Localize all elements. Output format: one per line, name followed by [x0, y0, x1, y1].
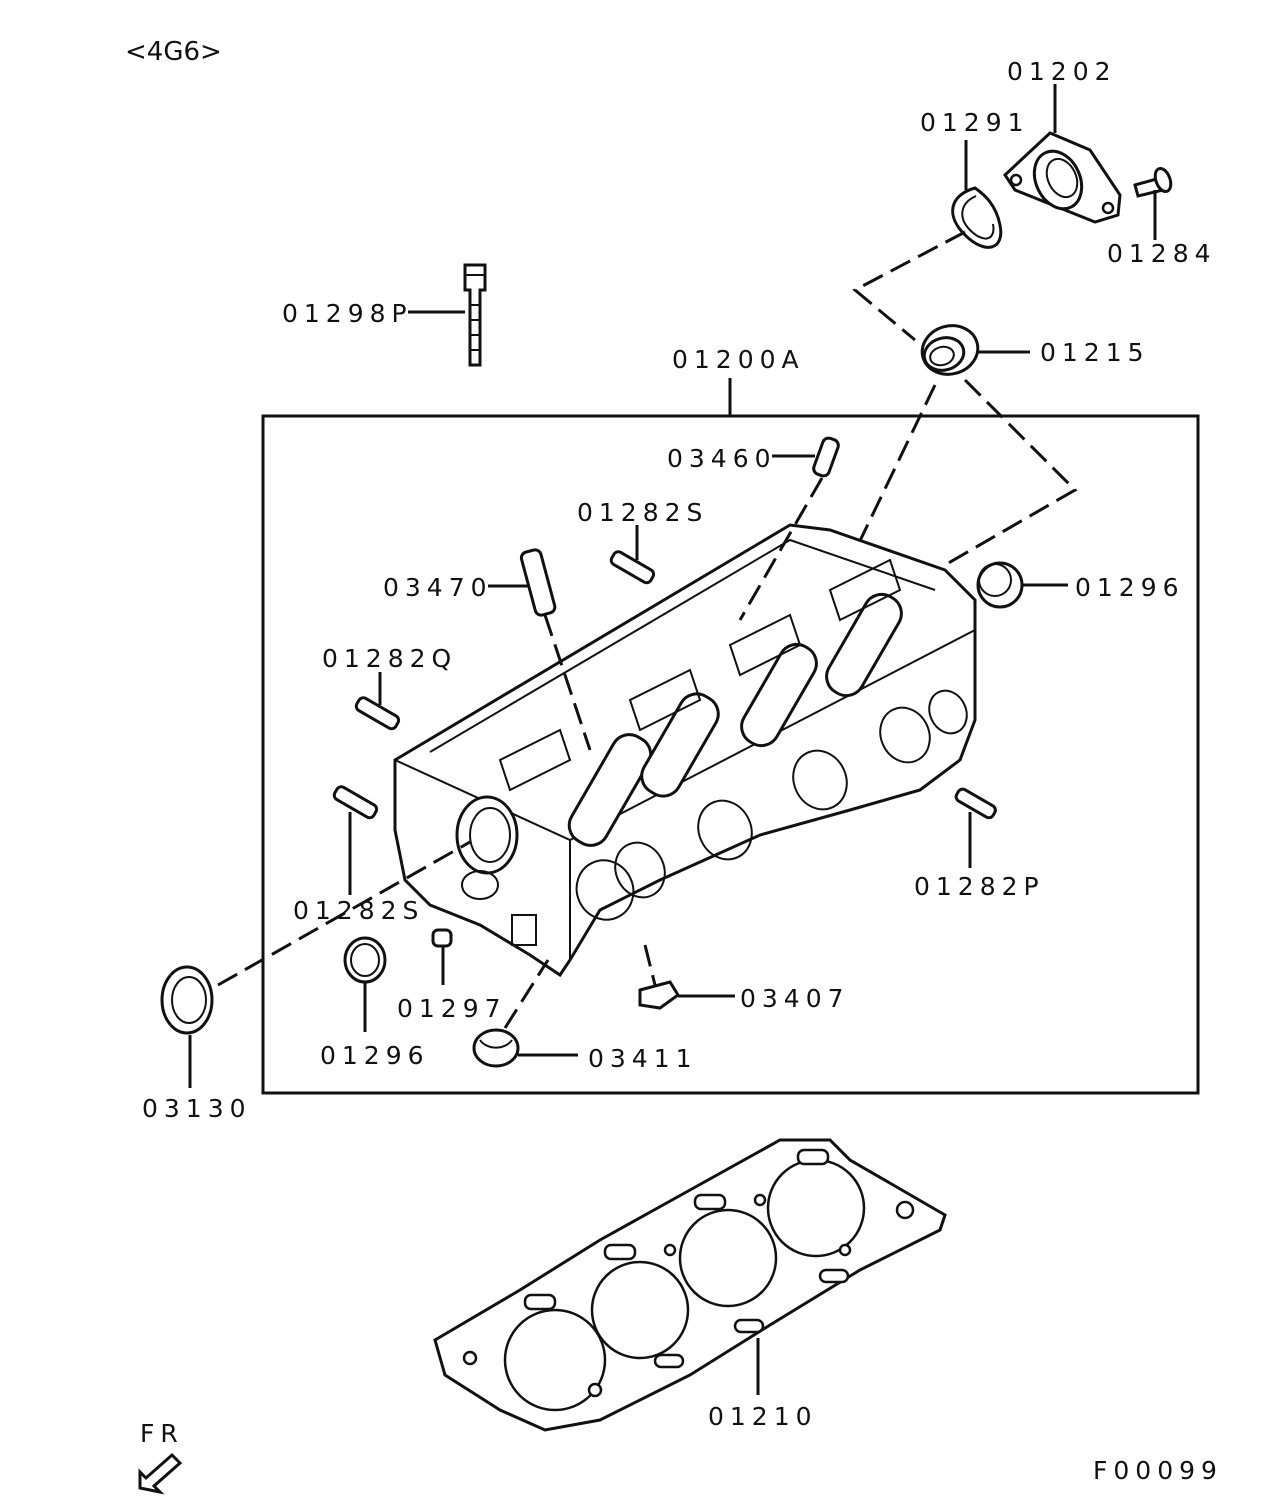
seal-case-part — [1003, 131, 1122, 224]
label-01210: 01210 — [708, 1402, 818, 1431]
cap-plug-right-part — [976, 561, 1024, 609]
cap-plug-bottom-part — [343, 936, 387, 984]
stud-bottom-part — [332, 785, 379, 820]
front-direction-label: FR — [140, 1419, 184, 1448]
label-03407: 03407 — [740, 984, 850, 1013]
head-gasket-part — [433, 1138, 947, 1432]
stud-top-part — [609, 550, 656, 585]
front-direction-arrow-icon — [138, 1452, 183, 1495]
label-01298P: 01298P — [282, 299, 413, 328]
label-03460: 03460 — [667, 444, 777, 473]
bracket-part — [638, 980, 681, 1010]
cylinder-head-body — [393, 523, 977, 978]
label-01296-right: 01296 — [1075, 573, 1185, 602]
label-01215: 01215 — [1040, 338, 1150, 367]
label-01282S-bottom: 01282S — [293, 896, 424, 925]
label-03470: 03470 — [383, 573, 493, 602]
stud-p-part — [954, 787, 997, 820]
oil-seal-front-part — [160, 965, 214, 1035]
label-01282S-top: 01282S — [577, 498, 708, 527]
label-03411: 03411 — [588, 1044, 698, 1073]
stud-q-part — [354, 696, 401, 731]
label-03130: 03130 — [142, 1094, 252, 1123]
label-01296-bottom: 01296 — [320, 1041, 430, 1070]
plug-part — [812, 436, 840, 478]
label-01282Q: 01282Q — [322, 644, 457, 673]
figure-code: F00099 — [1093, 1456, 1223, 1485]
label-01291: 01291 — [920, 108, 1030, 137]
pipe-part — [519, 548, 557, 617]
label-01202: 01202 — [1007, 57, 1117, 86]
oil-seal-part — [920, 324, 980, 376]
semicircle-plug-part — [472, 1028, 520, 1068]
label-01284: 01284 — [1107, 239, 1217, 268]
o-ring-part — [951, 186, 1003, 249]
label-01297: 01297 — [397, 994, 507, 1023]
engine-tag: <4G6> — [125, 37, 222, 67]
head-bolt-part — [463, 263, 487, 367]
label-01200A: 01200A — [672, 345, 805, 374]
label-01282P: 01282P — [914, 872, 1045, 901]
dowel-pin-part — [431, 928, 453, 948]
